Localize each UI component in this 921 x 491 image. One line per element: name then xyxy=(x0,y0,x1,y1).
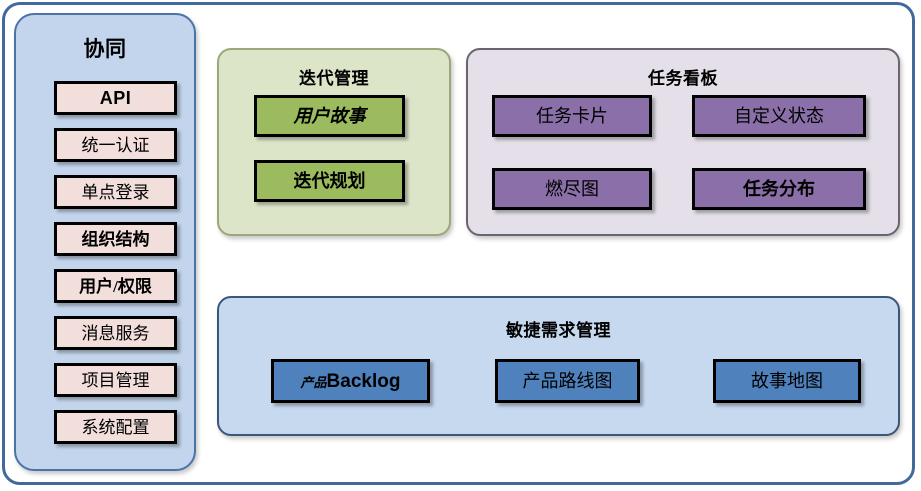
node-system-config[interactable]: 系统配置 xyxy=(54,410,177,444)
panel-agile-requirements-title: 敏捷需求管理 xyxy=(506,321,611,340)
panel-task-board: 任务看板 任务卡片 自定义状态 燃尽图 任务分布 xyxy=(466,48,900,236)
panel-collaboration: 协同 API 统一认证 单点登录 组织结构 用户/权限 消息服务 项目管理 系统… xyxy=(14,13,196,471)
diagram-outer-frame xyxy=(2,2,915,485)
panel-collaboration-title: 协同 xyxy=(83,38,127,61)
node-api[interactable]: API xyxy=(54,81,177,115)
panel-iteration-management-title: 迭代管理 xyxy=(299,69,369,88)
node-product-backlog-label-latin: Backlog xyxy=(326,370,401,392)
node-task-card[interactable]: 任务卡片 xyxy=(492,95,652,137)
node-unified-auth[interactable]: 统一认证 xyxy=(54,128,177,162)
node-message-service[interactable]: 消息服务 xyxy=(54,316,177,350)
node-user-permission[interactable]: 用户/权限 xyxy=(54,269,177,303)
panel-iteration-management: 迭代管理 用户故事 迭代规划 xyxy=(217,48,451,236)
node-custom-status[interactable]: 自定义状态 xyxy=(692,95,866,137)
node-user-story[interactable]: 用户故事 xyxy=(254,95,405,137)
node-single-sign-on[interactable]: 单点登录 xyxy=(54,175,177,209)
panel-task-board-title: 任务看板 xyxy=(648,69,718,88)
node-product-backlog-label-cjk: 产品 xyxy=(300,374,327,390)
node-story-map[interactable]: 故事地图 xyxy=(713,359,861,403)
node-iteration-planning[interactable]: 迭代规划 xyxy=(254,160,405,202)
node-task-distribution[interactable]: 任务分布 xyxy=(692,168,866,210)
node-product-roadmap[interactable]: 产品路线图 xyxy=(495,359,640,403)
node-project-mgmt[interactable]: 项目管理 xyxy=(54,363,177,397)
node-burndown-chart[interactable]: 燃尽图 xyxy=(492,168,652,210)
node-org-structure[interactable]: 组织结构 xyxy=(54,222,177,256)
